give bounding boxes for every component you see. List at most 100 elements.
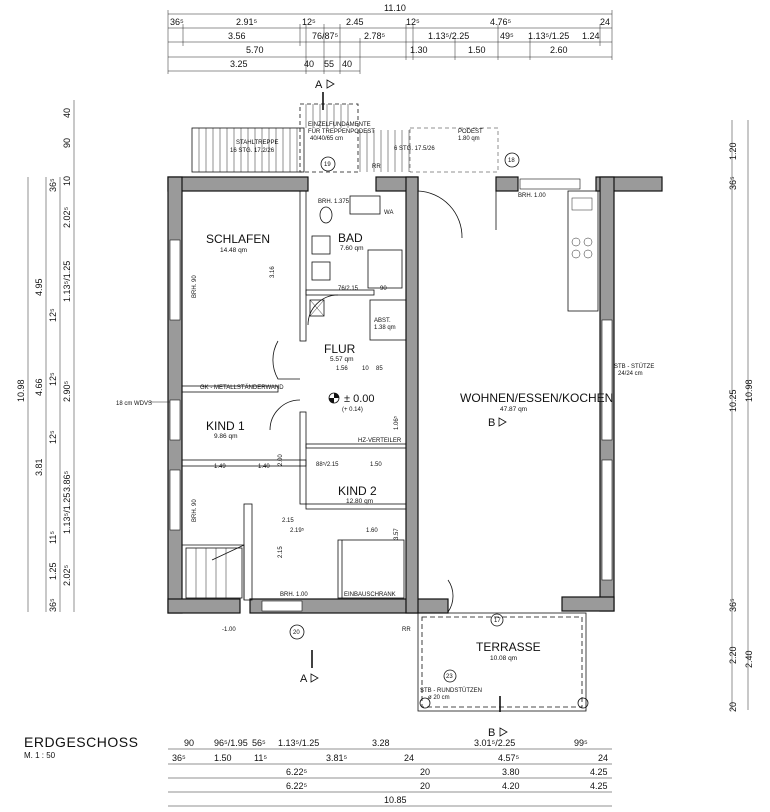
dim-top: 2.91⁵ [236,17,258,27]
drawing-label: 3.81 [34,458,44,476]
drawing-label: 23 [446,674,453,680]
drawing-label: 3.28 [372,738,390,748]
drawing-label: 4.25 [590,767,608,777]
dim-top: 1.13⁵/1.25 [528,31,569,41]
drawing-label: HZ-VERTEILER [358,438,402,444]
drawing-label: 90 [62,138,72,148]
drawing-label: 6.22⁵ [286,781,308,791]
drawing-label: 36⁵ [48,598,58,612]
dim-top: 1.24 [582,31,600,41]
section-markers: B A B [300,417,508,739]
drawing-label: 85 [376,366,383,372]
drawing-label: 7.60 qm [340,245,364,252]
drawing-label: 12⁵ [48,308,58,322]
drawing-title: ERDGESCHOSS [24,734,139,750]
dim-top: 2.60 [550,45,568,55]
top-dimension-chains: 11.10 36⁵ 2.91⁵ 12⁵ 2.45 12⁵ 4.76⁵ 24 3.… [167,3,613,74]
dim-top-total: 11.10 [384,3,406,13]
drawing-label: 14.48 qm [220,247,247,254]
room-labels: SCHLAFEN 14.48 qm BAD 7.60 qm FLUR 5.57 … [206,231,613,662]
drawing-label: 20 [728,702,738,712]
drawing-label: STAHLTREPPE [236,140,278,146]
drawing-label: 36⁵ [172,753,186,763]
drawing-label: 3.81⁵ [326,753,348,763]
right-dimension-chains: 10.98 10.25 2.40 1.20 36⁵ 36⁵ 2.20 20 [728,120,754,712]
dim-top: 12⁵ [302,17,316,27]
drawing-label: 17 [494,618,501,624]
left-dimension-chains: 10.98 4.95 4.66 3.81 36⁵ 12⁵ 12⁵ 12⁵ 11⁵… [16,100,75,612]
windows [169,178,613,612]
dim-top: 1.13⁵/2.25 [428,31,469,41]
drawing-label: 2.40 [744,650,754,668]
drawing-label: 1.25 [48,562,58,580]
dim-top: 76/87⁵ [312,31,339,41]
room-schlafen: SCHLAFEN [206,232,270,246]
dim-top: 4.76⁵ [490,17,512,27]
interior-dimensions: 3.16 1.06⁵ 3.57 2.00 2.15 1.49 1.40 88⁵/… [214,266,400,558]
drawing-label: 4.25 [590,781,608,791]
dim-top: 3.56 [228,31,246,41]
drawing-label: 1.13⁵/1.25 [278,738,319,748]
drawing-label: 47.87 qm [500,406,527,413]
room-kind-1: KIND 1 [206,419,245,433]
dim-top: 55 [324,59,334,69]
exterior-staircase: STAHLTREPPE 16 STG. 17.2/26 EINZELFUNDAM… [191,103,520,173]
dim-top: 24 [600,17,610,27]
terrace: 17 23 STB - RUNDSTÜTZEN ø 20 cm [417,612,589,712]
drawing-label: 11⁵ [48,531,58,544]
room-flur: FLUR [324,342,356,356]
drawing-label: 1.56 [336,366,348,372]
drawing-label: 24 [598,753,608,763]
drawing-label: 36⁵ [728,176,738,190]
drawing-label: 40 [62,108,72,118]
drawing-label: 1.60 [366,528,378,534]
dim-top: 36⁵ [170,17,184,27]
drawing-label: (+ 0.14) [342,407,363,413]
doors [211,190,497,613]
room-abst: ABST. [374,318,391,324]
drawing-label: 10.85 [384,795,407,805]
dim-top: 40 [342,59,352,69]
drawing-label: BRH. 1.00 [518,193,546,199]
room-wohnen-essen-kochen: WOHNEN/ESSEN/KOCHEN [460,391,613,405]
drawing-label: 2.02⁵ [62,564,72,586]
drawing-label: -1.00 [222,627,236,633]
drawing-label: 99⁵ [574,738,588,748]
drawing-label: FÜR TREPPENPODEST [308,128,375,135]
interior-walls [181,190,407,601]
drawing-label: 76/2.15 [338,286,359,292]
room-kind-2: KIND 2 [338,484,377,498]
drawing-label: STB - STÜTZE [614,363,654,370]
drawing-label: 36⁵ [48,178,58,192]
drawing-label: 18 [508,158,515,164]
drawing-label: 1.50 [370,462,382,468]
drawing-label: 40/40/65 cm [310,136,343,142]
drawing-label: 24/24 cm [618,371,643,377]
drawing-scale: M. 1 : 50 [24,751,56,760]
drawing-label: 16 STG. 17.2/26 [230,148,275,154]
drawing-label: 1.13⁵/1.25 [62,261,72,302]
drawing-label: 4.66 [34,378,44,396]
drawing-label: 3.86⁵ [62,470,72,492]
drawing-label: 10.98 [744,379,754,402]
drawing-label: 2.19⁵ [290,527,305,534]
drawing-label: 3.57 [394,528,400,540]
dim-top: 40 [304,59,314,69]
drawing-label: BRH. 1.00 [280,592,308,598]
drawing-label: 2.00 [278,454,284,466]
dim-top: 2.78⁵ [364,31,386,41]
drawing-label: 1.38 qm [374,325,396,331]
drawing-label: 9.86 qm [214,433,238,440]
drawing-label: EINBAUSCHRANK [344,592,396,598]
drawing-label: 96⁵/1.95 [214,738,248,748]
drawing-label: 19 [324,162,331,168]
drawing-label: 3.80 [502,767,520,777]
drawing-label: 20 [420,767,430,777]
drawing-label: A [315,79,323,91]
drawing-label: 90 [380,286,387,292]
dim-top: 1.30 [410,45,428,55]
drawing-label: 90 [184,738,194,748]
drawing-label: B [488,417,495,429]
bottom-dimension-chains: 90 96⁵/1.95 56⁵ 1.13⁵/1.25 3.28 3.01⁵/2.… [168,738,612,807]
